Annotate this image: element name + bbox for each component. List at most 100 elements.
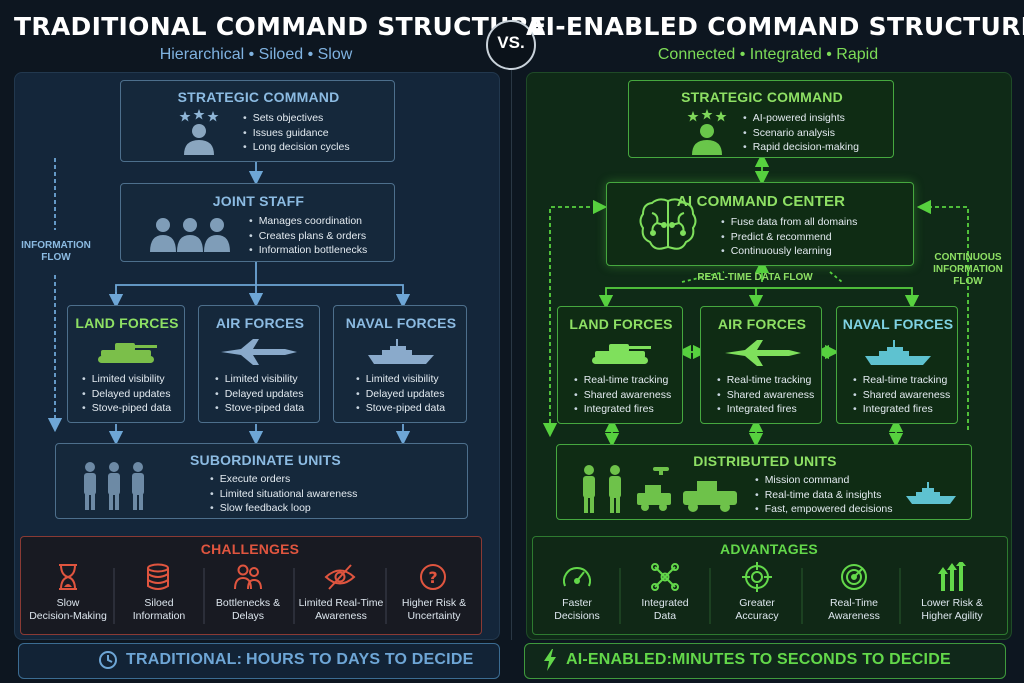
bullet: AI-powered insights [743,111,859,126]
ai-enabled-title: AI-ENABLED COMMAND STRUCTURE [526,12,1024,41]
traditional-air-forces-box: AIR FORCES Limited visibility Delayed up… [198,305,320,423]
subordinate-units-title: SUBORDINATE UNITS [190,452,341,468]
commander-icon [687,109,727,155]
naval-forces-title: NAVAL FORCES [345,315,457,331]
staff-group-icon [150,218,230,252]
challenge-label: Bottlenecks & Delays [215,597,281,622]
air-forces-title: AIR FORCES [717,316,807,332]
traditional-connectors [47,158,411,446]
clock-icon [99,651,117,669]
ai-air-forces-box: AIR FORCES Real-time tracking Shared awa… [700,306,822,424]
land-forces-title: LAND FORCES [569,316,673,332]
bullet: Creates plans & orders [249,229,367,244]
ai-connectors [542,152,969,448]
naval-forces-bullets: Real-time tracking Shared awareness Inte… [853,373,951,417]
ai-land-forces-box: LAND FORCES Real-time tracking Shared aw… [557,306,683,424]
advantage-label: Lower Risk & Higher Agility [921,597,983,622]
advantages-dividers [619,568,901,624]
ground-units-icon [583,465,737,513]
bullet: Mission command [755,473,893,488]
advantage-label: Real-Time Awareness [828,597,880,622]
bullet: Limited situational awareness [210,487,358,502]
strategic-command-title: STRATEGIC COMMAND [177,89,340,105]
vs-badge [486,20,536,70]
bullet: Integrated fires [853,402,950,417]
speedometer-icon [563,567,591,587]
people-icon [234,564,262,590]
bullet: Delayed updates [356,387,445,402]
naval-forces-title: NAVAL FORCES [842,316,954,332]
traditional-title: TRADITIONAL COMMAND STRUCTURE [14,12,547,41]
bullet: Real-time data & insights [755,488,893,503]
tank-icon [592,344,651,364]
bullet: Scenario analysis [743,126,859,141]
air-forces-bullets: Real-time tracking Shared awareness Inte… [717,373,815,417]
continuous-information-flow-label: CONTINUOUS INFORMATION FLOW [933,252,1003,287]
land-forces-bullets: Limited visibility Delayed updates Stove… [82,372,171,416]
bullet: Stove-piped data [82,401,171,416]
challenge-label: Limited Real-Time Awareness [298,597,384,622]
land-forces-title: LAND FORCES [75,315,179,331]
bullet: Real-time tracking [717,373,814,388]
advantage-label: Greater Accuracy [735,597,779,622]
bullet: Rapid decision-making [743,140,859,155]
radar-icon [841,564,867,590]
bullet: Execute orders [210,472,357,487]
brain-icon [639,198,697,250]
question-icon: ? [420,564,446,590]
bullet: Integrated fires [574,402,671,417]
network-icon [651,563,679,591]
subordinate-units-bullets: Execute orders Limited situational aware… [210,472,358,516]
advantage-label: Integrated Data [641,597,689,622]
land-forces-bullets: Real-time tracking Shared awareness Inte… [574,373,672,417]
ai-command-center-title: AI COMMAND CENTER [676,193,846,210]
bullet: Shared awareness [574,388,672,403]
bullet: Delayed updates [82,387,171,402]
ai-strategic-command-box: STRATEGIC COMMAND AI-powered insights Sc… [628,80,894,158]
traditional-strategic-command-box: STRATEGIC COMMAND Sets objectives Issues… [120,80,395,162]
bullet: Information bottlenecks [249,243,368,258]
bullet: Shared awareness [717,388,815,403]
jet-icon [221,339,297,365]
bullet: Fast, empowered decisions [755,502,893,517]
crosshair-icon [742,562,772,592]
joint-staff-bullets: Manages coordination Creates plans & ord… [249,214,368,258]
distributed-units-bullets: Mission command Real-time data & insight… [755,473,893,517]
subordinate-units-box: SUBORDINATE UNITS Execute orders Limited… [55,443,468,519]
challenge-label: Slow Decision-Making [29,597,107,622]
commander-icon [179,109,219,155]
warship-icon [906,482,956,504]
bullet: Stove-piped data [356,401,445,416]
joint-staff-title: JOINT STAFF [212,193,305,209]
bullet: Integrated fires [717,402,814,417]
naval-forces-bullets: Limited visibility Delayed updates Stove… [356,372,445,416]
lightning-icon [544,649,556,671]
soldiers-icon [84,462,144,510]
challenges-dividers [113,568,387,624]
bullet: Issues guidance [243,126,350,141]
strategic-command-bullets: AI-powered insights Scenario analysis Ra… [743,111,859,155]
traditional-subtitle: Hierarchical • Siloed • Slow [159,46,353,63]
advantages-box [532,536,1008,635]
traditional-footer [18,643,500,679]
bullet: Fuse data from all domains [721,215,858,230]
ai-command-center-bullets: Fuse data from all domains Predict & rec… [721,215,858,259]
traditional-land-forces-box: LAND FORCES Limited visibility Delayed u… [67,305,185,423]
strategic-command-title: STRATEGIC COMMAND [681,89,843,105]
hourglass-icon [59,564,77,590]
bullet: Limited visibility [215,372,304,387]
distributed-units-box: DISTRIBUTED UNITS Mission command Real-t… [556,444,972,520]
challenge-label: Siloed Information [132,597,186,622]
traditional-footer-label: TRADITIONAL: [126,651,243,668]
center-divider [511,70,512,640]
air-forces-title: AIR FORCES [215,315,305,331]
challenge-label: Higher Risk & Uncertainty [401,597,467,622]
bullet: Long decision cycles [243,140,350,155]
database-icon [147,563,169,590]
distributed-units-title: DISTRIBUTED UNITS [693,453,837,469]
ai-naval-forces-box: NAVAL FORCES Real-time tracking Shared a… [836,306,958,424]
bullet: Real-time tracking [574,373,671,388]
bullet: Shared awareness [853,388,951,403]
challenges-title: CHALLENGES [200,541,300,557]
arrows-up-icon [938,562,966,591]
